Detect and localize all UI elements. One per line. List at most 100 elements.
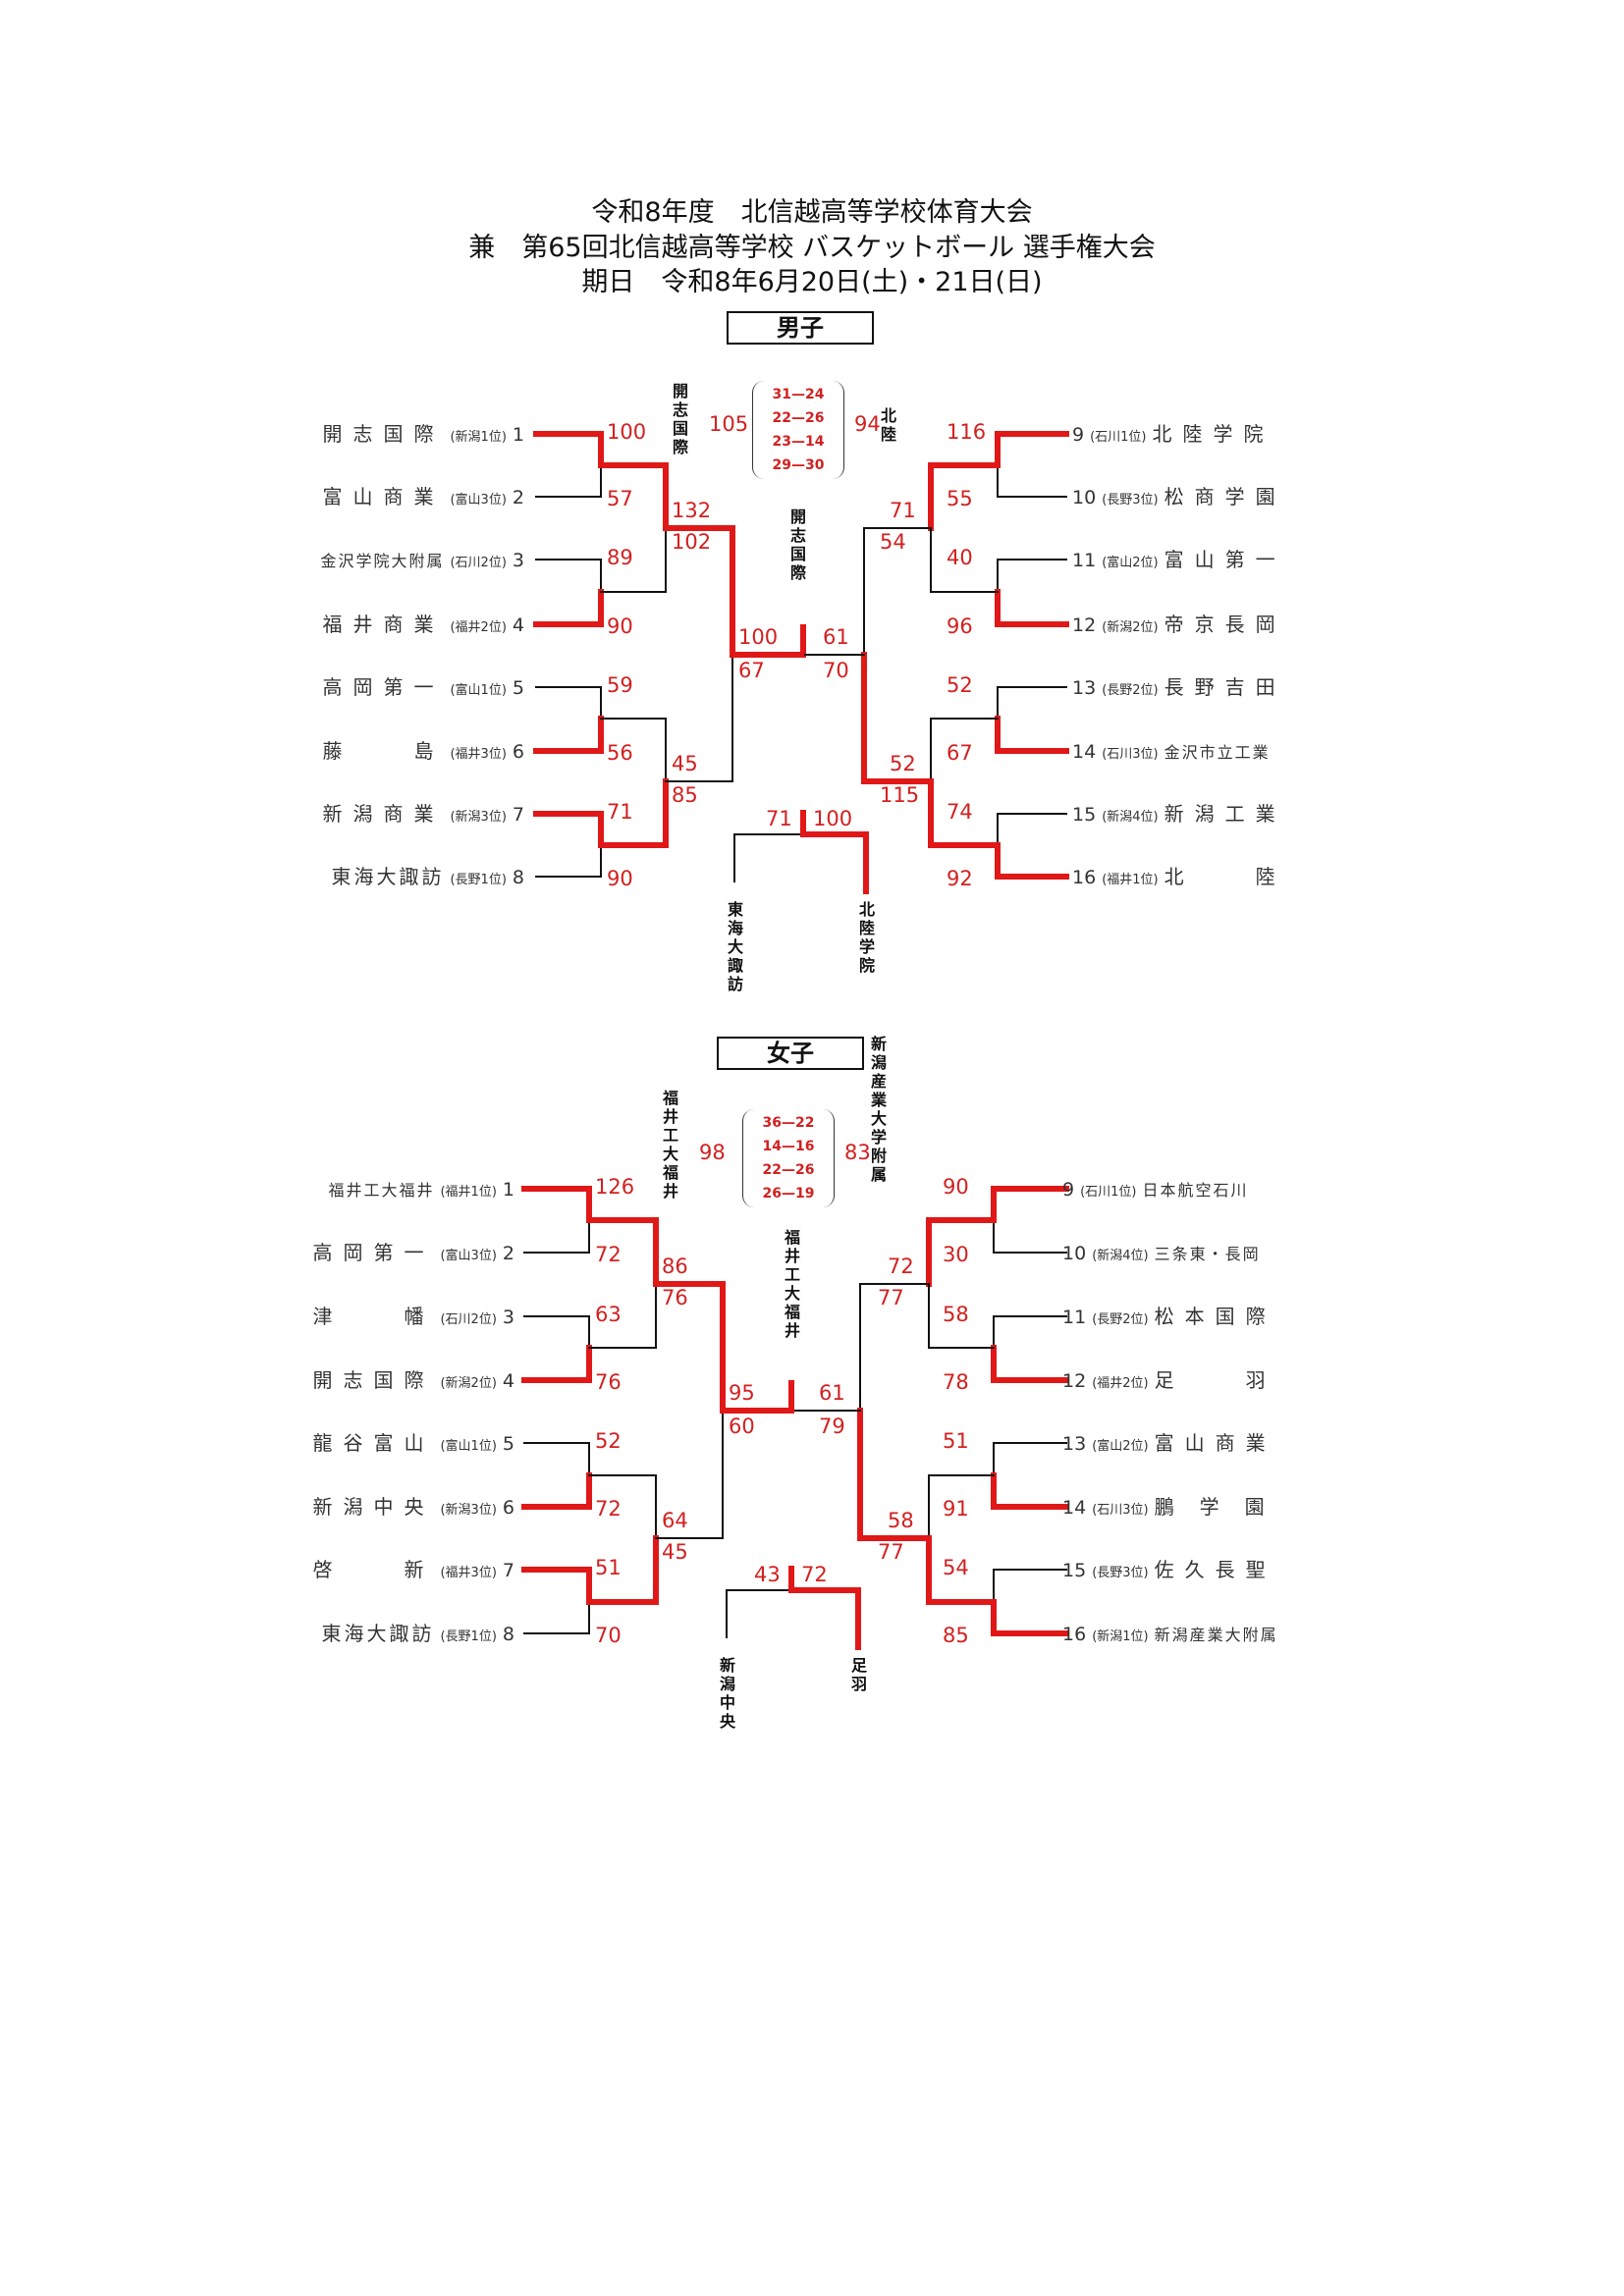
- score-label: 85: [943, 1624, 969, 1647]
- score-label: 43: [754, 1563, 781, 1586]
- seed-number: 8: [512, 867, 524, 888]
- team-rank: (石川1位): [1080, 1185, 1137, 1200]
- score-label: 57: [607, 487, 633, 510]
- team-name: 福井商業: [322, 613, 445, 636]
- team-entry-left: 福井工大福井(福井1位)1: [328, 1177, 514, 1201]
- score-label: 61: [823, 625, 849, 649]
- score-label: 52: [890, 752, 916, 775]
- team-rank: (富山1位): [440, 1439, 497, 1454]
- score-label: 100: [813, 807, 853, 830]
- team-entry-right: 15(長野3位)佐久長聖: [1062, 1558, 1276, 1581]
- girls-section-label: 女子: [717, 1037, 864, 1070]
- score-label: 40: [947, 546, 973, 569]
- score-label: 96: [947, 614, 973, 638]
- score-label: 59: [607, 673, 633, 697]
- score-label: 85: [672, 783, 698, 807]
- title-line-2: 兼 第65回北信越高等学校 バスケットボール 選手権大会: [468, 233, 1156, 263]
- team-rank: (長野2位): [1102, 683, 1159, 698]
- seed-number: 6: [502, 1497, 514, 1519]
- team-name: 北 陸: [1164, 865, 1286, 888]
- score-label: 100: [607, 420, 647, 444]
- score-label: 58: [943, 1303, 969, 1326]
- team-entry-left: 新潟中央(新潟3位)6: [312, 1495, 514, 1519]
- team-name: 金沢市立工業: [1164, 743, 1271, 762]
- seed-number: 2: [502, 1243, 514, 1264]
- score-label: 72: [888, 1255, 914, 1278]
- team-entry-left: 福井商業 (福井2位) 4: [322, 613, 524, 636]
- score-label: 90: [607, 614, 633, 638]
- team-entry-left: 富山商業(富山3位)2: [322, 485, 524, 508]
- score-label: 67: [738, 659, 765, 682]
- score-label: 51: [595, 1556, 622, 1579]
- score-label: 77: [878, 1286, 904, 1309]
- team-rank: (福井2位): [450, 620, 507, 635]
- team-rank: (石川3位): [1102, 747, 1159, 762]
- team-entry-right: 13(富山2位)富山商業: [1062, 1431, 1276, 1455]
- team-entry-right: 12(新潟2位)帝京長岡: [1072, 613, 1286, 636]
- set-score: 22—26: [762, 1162, 815, 1178]
- team-entry-left: 津 幡(石川2位)3: [312, 1305, 514, 1328]
- set-score: 14—16: [762, 1139, 815, 1154]
- score-label: 52: [595, 1429, 622, 1453]
- boys-section-label: 男子: [727, 311, 874, 345]
- score-label: 45: [662, 1540, 688, 1564]
- score-label: 115: [880, 783, 920, 807]
- seed-number: 9: [1062, 1179, 1075, 1201]
- team-entry-right: 9(石川1位)北陸学院: [1072, 422, 1274, 446]
- team-rank: (新潟3位): [450, 810, 507, 825]
- score-label: 56: [607, 741, 633, 765]
- team-rank: (石川2位): [450, 556, 507, 570]
- team-rank: (福井1位): [440, 1185, 497, 1200]
- team-entry-left: 東海大諏訪(長野1位)8: [321, 1622, 514, 1645]
- score-label: 58: [888, 1509, 914, 1532]
- team-rank: (富山2位): [1092, 1439, 1149, 1454]
- seed-number: 14: [1062, 1497, 1087, 1519]
- champion-name: 開志国際: [787, 508, 806, 583]
- team-entry-right: 11(長野2位)松本国際: [1062, 1305, 1276, 1328]
- team-name: 足 羽: [1154, 1368, 1276, 1392]
- score-label: 54: [880, 530, 906, 554]
- team-rank: (新潟1位): [1092, 1629, 1149, 1644]
- team-rank: (富山3位): [440, 1249, 497, 1263]
- score-label: 54: [943, 1556, 969, 1579]
- seed-number: 12: [1072, 614, 1097, 636]
- seed-number: 7: [512, 804, 524, 826]
- team-name: 鵬 学 園: [1154, 1495, 1268, 1519]
- third-place-left-name: 新潟中央: [717, 1657, 735, 1732]
- team-rank: (福井2位): [1092, 1376, 1149, 1391]
- third-place-right-name: 足羽: [848, 1657, 867, 1694]
- score-label: 70: [595, 1624, 622, 1647]
- score-label: 89: [607, 546, 633, 569]
- team-name: 佐久長聖: [1154, 1558, 1276, 1581]
- score-label: 71: [607, 800, 633, 824]
- team-entry-right: 14(石川3位)鵬 学 園: [1062, 1495, 1268, 1519]
- final-right-score: 94: [854, 412, 881, 436]
- score-label: 71: [766, 807, 792, 830]
- seed-number: 10: [1062, 1243, 1087, 1264]
- team-name: 新潟産業大附属: [1154, 1626, 1278, 1644]
- final-right-name: 新潟産業大学附属: [868, 1036, 887, 1185]
- score-label: 45: [672, 752, 698, 775]
- score-label: 30: [943, 1243, 969, 1266]
- team-rank: (石川2位): [440, 1312, 497, 1327]
- team-name: 三条東・長岡: [1154, 1245, 1261, 1263]
- team-name: 富山商業: [322, 485, 445, 508]
- score-label: 63: [595, 1303, 622, 1326]
- score-label: 72: [595, 1243, 622, 1266]
- team-entry-left: 開志国際(新潟1位)1: [322, 422, 524, 446]
- team-name: 開志国際: [322, 422, 445, 446]
- score-label: 61: [819, 1381, 845, 1405]
- seed-number: 9: [1072, 424, 1085, 446]
- score-label: 60: [729, 1415, 755, 1438]
- team-rank: (富山3位): [450, 493, 507, 507]
- team-name: 開志国際: [312, 1368, 435, 1392]
- seed-number: 11: [1062, 1307, 1087, 1328]
- seed-number: 4: [512, 614, 524, 636]
- seed-number: 12: [1062, 1370, 1087, 1392]
- seed-number: 13: [1062, 1433, 1087, 1455]
- set-score: 23—14: [772, 434, 825, 450]
- team-name: 東海大諏訪: [331, 865, 445, 888]
- seed-number: 7: [502, 1560, 514, 1581]
- set-score: 22—26: [772, 410, 825, 426]
